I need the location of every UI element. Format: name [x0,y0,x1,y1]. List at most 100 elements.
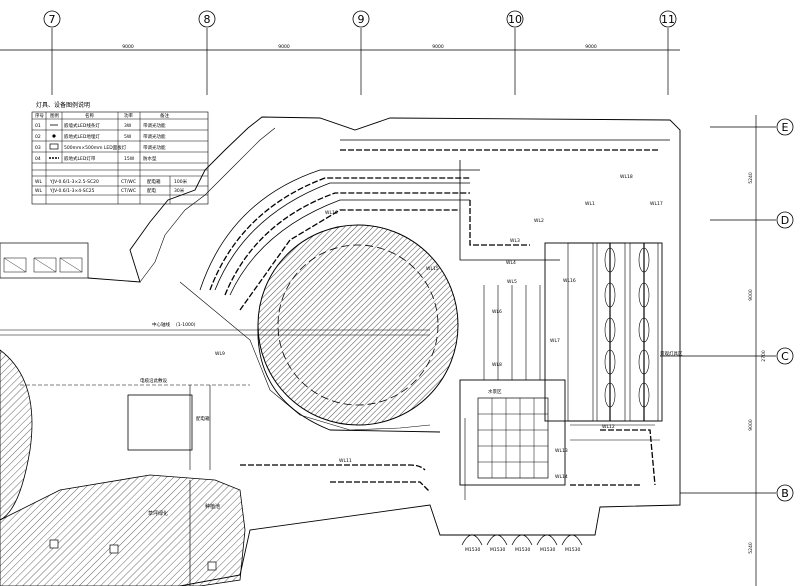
circuit-label: WL9 [215,351,225,357]
legend-row-power: 3W [124,123,132,129]
dim-col-1: 9000 [122,44,134,50]
fixture-label: M1530 [565,547,580,553]
center-axis-dim: (1-1000) [176,322,196,328]
axis-label-11: 11 [661,13,675,26]
legend-row-note: 带调光功能 [143,144,166,151]
fixture-label: M1530 [465,547,480,553]
grid-columns: 7 8 9 10 11 9000 9000 9000 9000 [0,10,680,95]
legend-row-no: 04 [35,156,41,162]
axis-bubble-11 [659,10,677,28]
axis-label-E: E [782,121,789,134]
left-building [0,242,89,279]
cable-row-use: 配电 [147,187,156,194]
circuit-label: WL15 [426,266,439,272]
circuit-label: WL12 [602,424,615,430]
cable-route-label: 电缆沿此敷设 [140,377,167,384]
circuit-label: WL5 [507,279,517,285]
dim-col-3: 9000 [432,44,444,50]
axis-bubble-C [776,347,794,365]
cable-row-len: 100米 [174,178,188,185]
circuit-label: WL6 [492,309,502,315]
dim-col-2: 9000 [278,44,290,50]
axis-bubble-7 [43,10,61,28]
right-area-label: 景观灯具区 [660,350,683,357]
legend-header-name: 名称 [85,112,94,119]
legend-row-note: 防水型 [143,155,157,162]
central-plaza-circle [257,224,459,433]
dim-row-3: 2700 [761,350,767,362]
cable-row-spec: YJV-0.6/1-3×4-SC25 [49,188,95,194]
legend-header-power: 功率 [124,112,133,119]
legend-header-symbol: 图例 [50,112,59,119]
legend-header-note: 备注 [160,112,169,119]
fixture-label: M1530 [490,547,505,553]
circuit-label: WL18 [620,174,633,180]
annotations-left: 中心轴线 (1-1000) 电缆沿此敷设 配电箱 [20,209,460,493]
cable-row-kind: CT/WC [121,179,136,185]
legend-symbol-dot [52,134,56,138]
dim-row-5: 5240 [748,542,754,554]
axis-bubble-B [776,484,794,502]
panel-label: 配电箱 [196,415,210,422]
axis-bubble-8 [198,10,216,28]
site-outline [0,116,681,586]
curved-walkways [199,139,670,296]
cable-row-id: WL [35,179,42,185]
circuit-label: WL11 [339,458,352,464]
axis-bubble-9 [352,10,370,28]
circuit-label: WL17 [650,201,663,207]
cable-row-use: 配电箱 [147,178,161,185]
legend-row-no: 02 [35,134,41,140]
axis-bubble-10 [506,10,524,28]
legend-row-no: 03 [35,145,41,151]
dim-col-4: 9000 [585,44,597,50]
legend-row-note: 带调光功能 [143,133,166,140]
legend-table: 灯具、设备图例说明 序号 图例 名称 功率 备注 01 嵌墙式LED线条灯 3W… [31,101,209,205]
circuit-label: WL2 [534,218,544,224]
axis-bubble-D [776,211,794,229]
center-axis-label: 中心轴线 [152,321,170,328]
legend-symbol-panel [49,143,59,150]
circuit-label: WL16 [563,278,576,284]
legend-row-name: 嵌墙式LED线条灯 [64,122,100,129]
axis-label-9: 9 [358,13,365,26]
legend-row-no: 01 [35,123,41,129]
circuit-label: WL3 [510,238,520,244]
dim-row-2: 9000 [748,289,754,301]
lawn-label: 草坪绿化 [148,510,168,517]
axis-label-C: C [781,350,789,363]
legend-row-note: 带调光功能 [143,122,166,129]
legend-header-no: 序号 [35,112,44,119]
grid-area-label: 水景区 [488,388,502,395]
circuit-label: WL7 [550,338,560,344]
axis-label-B: B [781,487,789,500]
legend-row-name: 嵌地式LED灯带 [64,155,96,162]
bottom-left-hatched-area: 草坪绿化 种植池 [0,349,246,586]
circuit-label: WL14 [555,474,568,480]
cable-row-kind: CT/WC [121,188,136,194]
cable-row-id: WL [35,188,42,194]
water-feature-grid: 水景区 [459,379,660,486]
circuit-label: WL1 [585,201,595,207]
circuit-label: WL10 [325,210,338,216]
fixture-label: M1530 [515,547,530,553]
legend-row-name: 嵌地式LED地埋灯 [64,133,100,140]
axis-label-8: 8 [204,13,211,26]
legend-title: 灯具、设备图例说明 [36,101,90,109]
axis-bubble-E [776,118,794,136]
dim-row-1: 5240 [748,172,754,184]
legend-row-name: 500mm×500mm LED面板灯 [64,144,127,151]
cable-row-spec: YJV-0.6/1-3×2.5-SC20 [49,179,99,185]
cable-row-len: 30米 [174,187,185,194]
fixture-label: M1530 [540,547,555,553]
bottom-fixtures: M1530 M1530 M1530 M1530 M1530 [461,534,583,553]
axis-label-D: D [781,214,789,227]
circuit-label: WL13 [555,448,568,454]
circuit-runs [464,285,541,500]
circuit-label: WL4 [506,260,516,266]
legend-row-power: 15W [124,156,135,162]
dim-row-4: 9000 [748,419,754,431]
right-building-blocks: 景观灯具区 [544,242,683,422]
axis-label-7: 7 [49,13,56,26]
